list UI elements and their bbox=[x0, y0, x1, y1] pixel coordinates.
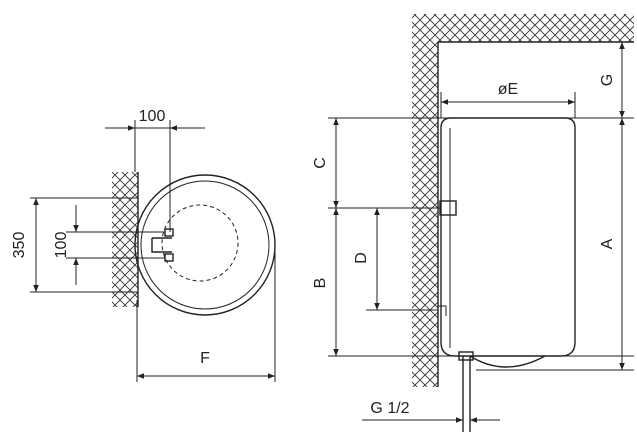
wall-hatch-top-view bbox=[112, 172, 138, 307]
label-G-1-2: G 1/2 bbox=[370, 400, 409, 417]
label-B: B bbox=[312, 278, 329, 289]
tank-body bbox=[440, 117, 576, 357]
label-100-side: 100 bbox=[53, 232, 70, 259]
side-view: øE C B D A G G 1/2 bbox=[312, 14, 634, 432]
label-100-top: 100 bbox=[139, 108, 166, 125]
label-350: 350 bbox=[11, 232, 28, 259]
label-G: G bbox=[599, 74, 616, 86]
top-view: 100 350 100 F bbox=[11, 108, 276, 382]
tank-hidden-circle bbox=[161, 204, 239, 282]
label-E: øE bbox=[498, 81, 518, 98]
label-C: C bbox=[312, 157, 329, 169]
tank-outer-circle bbox=[134, 174, 276, 316]
tank-inner-circle bbox=[140, 180, 270, 310]
label-A: A bbox=[599, 238, 616, 249]
wall-hatch-side-view bbox=[412, 42, 438, 387]
label-D: D bbox=[353, 252, 370, 264]
label-F: F bbox=[200, 350, 210, 367]
ceiling-hatch bbox=[412, 14, 634, 42]
